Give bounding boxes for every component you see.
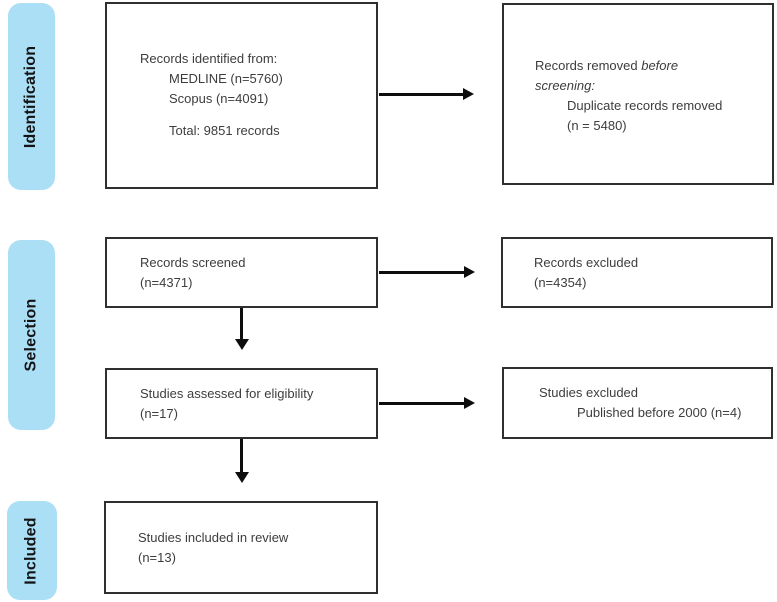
records-removed-line1-regular: Records removed bbox=[535, 58, 642, 73]
studies-excluded-title: Studies excluded bbox=[539, 385, 639, 400]
studies-included-count: (n=13) bbox=[138, 549, 176, 565]
stage-label-identification-text: Identification bbox=[22, 45, 40, 148]
arrow-assessed-to-included bbox=[234, 439, 249, 483]
records-identified-total: Total: 9851 records bbox=[169, 123, 280, 138]
records-excluded-count: (n=4354) bbox=[534, 274, 587, 290]
stage-label-selection-text: Selection bbox=[22, 298, 40, 372]
stage-label-selection: Selection bbox=[8, 240, 55, 430]
stage-label-included-text: Included bbox=[23, 516, 41, 585]
box-records-identified: Records identified from: MEDLINE (n=5760… bbox=[105, 2, 378, 189]
records-identified-source-scopus: Scopus (n=4091) bbox=[169, 91, 269, 106]
records-screened-count: (n=4371) bbox=[140, 274, 193, 290]
records-removed-count: (n = 5480) bbox=[567, 118, 627, 133]
box-studies-assessed: Studies assessed for eligibility (n=17) bbox=[105, 368, 378, 439]
arrow-identified-to-removed bbox=[379, 88, 474, 100]
studies-excluded-reason: Published before 2000 (n=4) bbox=[577, 405, 742, 420]
records-screened-title: Records screened bbox=[140, 254, 246, 270]
arrow-assessed-to-excluded bbox=[379, 397, 475, 409]
arrow-screened-to-assessed bbox=[234, 308, 249, 350]
records-identified-source-medline: MEDLINE (n=5760) bbox=[169, 71, 283, 86]
records-removed-reason: Duplicate records removed bbox=[567, 98, 723, 113]
records-excluded-title: Records excluded bbox=[534, 254, 639, 270]
studies-included-title: Studies included in review bbox=[138, 529, 289, 545]
studies-assessed-title: Studies assessed for eligibility bbox=[140, 385, 314, 401]
records-removed-line1: Records removed before bbox=[535, 56, 772, 76]
box-studies-included: Studies included in review (n=13) bbox=[104, 501, 378, 594]
records-removed-line1-italic: before bbox=[641, 58, 679, 73]
records-identified-title: Records identified from: bbox=[140, 51, 278, 66]
stage-label-identification: Identification bbox=[8, 3, 55, 190]
records-removed-line2: screening: bbox=[535, 78, 595, 93]
studies-assessed-count: (n=17) bbox=[140, 405, 178, 421]
box-studies-excluded: Studies excluded Published before 2000 (… bbox=[502, 367, 773, 439]
arrow-screened-to-excluded bbox=[379, 266, 475, 278]
box-records-excluded: Records excluded (n=4354) bbox=[501, 237, 773, 308]
box-records-screened: Records screened (n=4371) bbox=[105, 237, 378, 308]
box-records-removed: Records removed before screening: Duplic… bbox=[502, 3, 774, 185]
stage-label-included: Included bbox=[7, 501, 57, 600]
